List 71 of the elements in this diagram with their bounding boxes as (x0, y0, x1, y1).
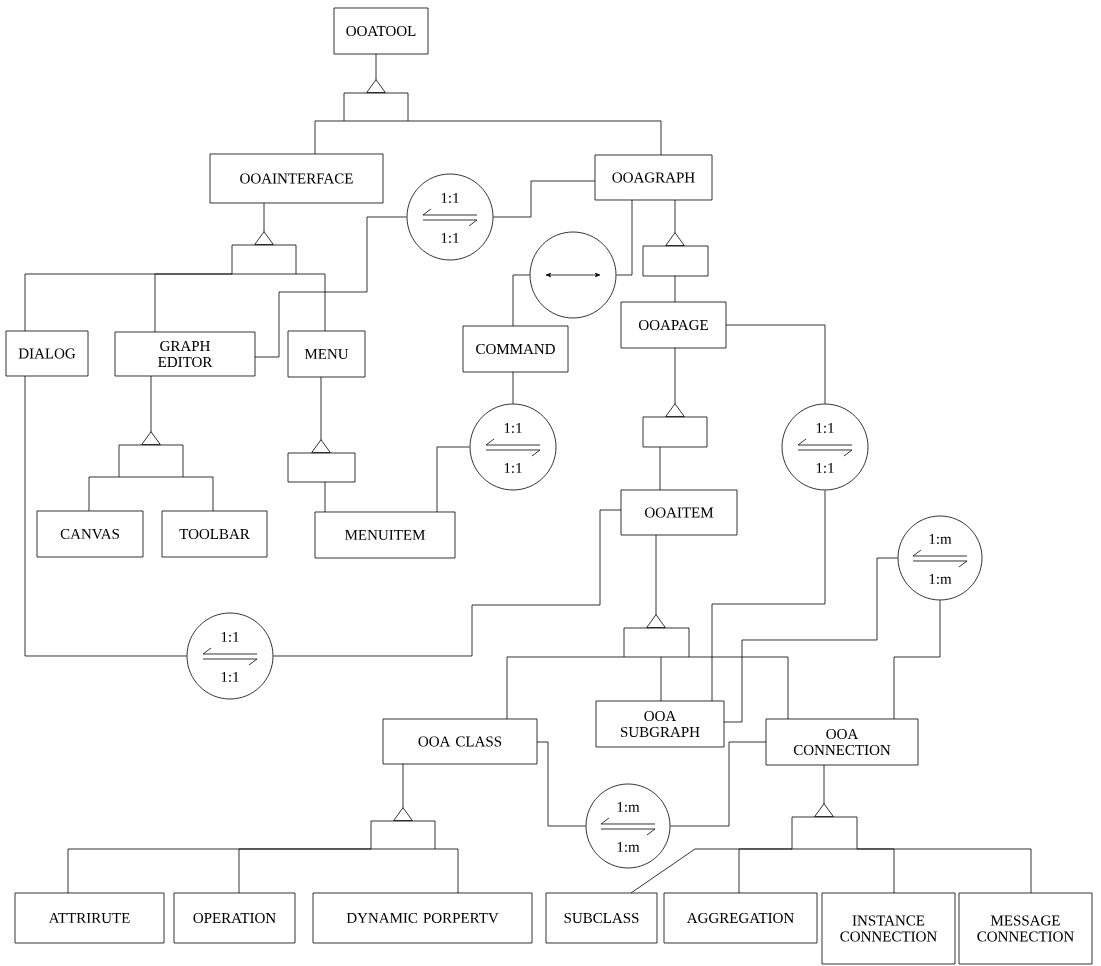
connector-line (660, 656, 662, 702)
connector-line (856, 848, 1032, 894)
connector-line (659, 446, 661, 491)
connector-line (436, 446, 470, 513)
connector-line (314, 120, 345, 155)
connector-line (295, 273, 326, 332)
class-box: DIALOG (5, 330, 89, 377)
generalization-connector (311, 376, 331, 453)
connector-line (324, 481, 326, 513)
connector-line (670, 741, 767, 827)
connector-line (407, 120, 662, 156)
connector-line (711, 490, 826, 702)
class-box: INSTANCE CONNECTION (821, 892, 956, 965)
connector-line (434, 848, 459, 894)
generalization-box (370, 820, 436, 850)
class-box: DYNAMIC PORPERTV (312, 892, 533, 944)
class-box: OOA CLASS (382, 718, 538, 765)
connector-line (738, 848, 793, 894)
generalization-box (623, 627, 690, 658)
class-box: ATTRIRUTE (14, 892, 165, 944)
generalization-connector (665, 199, 685, 246)
class-box: GRAPH EDITOR (114, 331, 256, 377)
class-box: OOAITEM (620, 489, 738, 536)
class-box: OOAINTERFACE (209, 153, 384, 204)
class-box: CANVAS (36, 510, 144, 558)
connector-line (182, 476, 214, 512)
generalization-box (231, 244, 297, 275)
generalization-connector (254, 202, 274, 245)
class-box: OPERATION (173, 892, 296, 944)
connector-line (616, 199, 633, 276)
class-box: OOAGRAPH (594, 154, 713, 201)
class-box: SUBCLASS (545, 892, 658, 944)
class-box: MESSAGE CONNECTION (958, 892, 1093, 965)
connector-line (512, 371, 514, 404)
class-box: AGGREGATION (663, 892, 818, 944)
class-box: MENU (287, 330, 366, 378)
class-box: MENUITEM (314, 511, 456, 559)
connector-line (725, 324, 826, 404)
connector-line (688, 656, 789, 720)
class-box: OOATOOL (333, 7, 429, 55)
generalization-box (343, 92, 409, 122)
connector-line (893, 600, 941, 720)
generalization-box (287, 452, 356, 483)
connector-line (512, 274, 530, 327)
connector-line (238, 848, 372, 894)
generalization-connector (646, 534, 666, 628)
connector-line (88, 476, 120, 512)
generalization-connector (366, 53, 386, 93)
connector-line (536, 741, 586, 827)
class-box: COMMAND (462, 325, 569, 373)
generalization-box (118, 444, 184, 478)
generalization-connector (814, 764, 834, 817)
connector-line (273, 509, 622, 657)
class-box: OOAPAGE (620, 301, 727, 349)
class-box: OOA SUBGRAPH (595, 700, 725, 748)
connector-line (493, 180, 596, 218)
connector-line (723, 557, 898, 723)
connector-line (154, 273, 233, 333)
generalization-box (642, 416, 708, 448)
generalization-box (642, 245, 709, 277)
class-box: OOA CONNECTION (765, 718, 919, 766)
connector-line (674, 275, 676, 303)
connector-line (506, 656, 625, 720)
connector-line (254, 216, 407, 358)
class-box: TOOLBAR (161, 510, 268, 558)
generalization-box (791, 816, 858, 850)
generalization-connector (665, 347, 685, 417)
connector-line (24, 375, 187, 657)
generalization-connector (393, 763, 413, 821)
double-arrow-circle (529, 231, 617, 319)
generalization-connector (141, 375, 161, 445)
